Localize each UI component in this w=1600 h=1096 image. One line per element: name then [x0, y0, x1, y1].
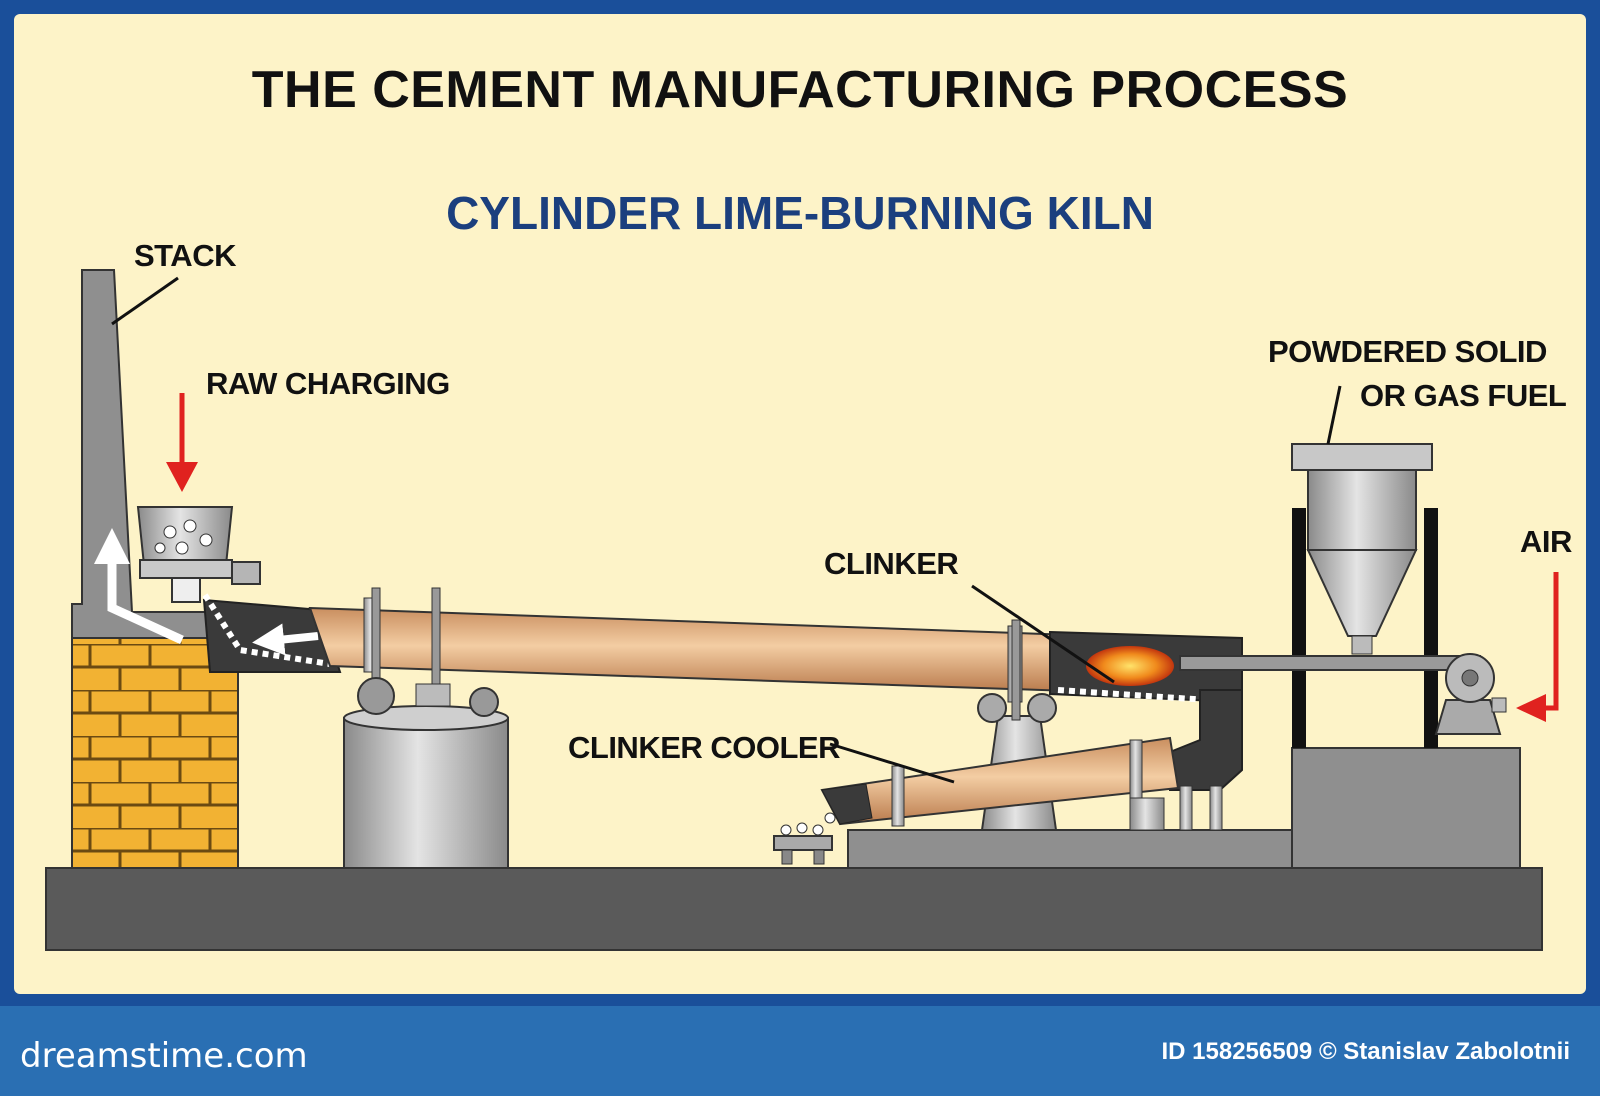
stack-flow-arrow — [94, 528, 184, 645]
page-title: THE CEMENT MANUFACTURING PROCESS — [251, 61, 1349, 119]
cooler-platform — [847, 829, 1293, 869]
clinker-bed — [1057, 687, 1230, 783]
burner-pipe — [1179, 655, 1481, 671]
cooler-ring — [891, 765, 905, 827]
label-stack: STACK — [134, 238, 236, 273]
label-fuel-line2: OR GAS FUEL — [1360, 378, 1567, 413]
brick-foundation — [71, 637, 239, 869]
raw-charging-arrow — [166, 393, 198, 492]
footer-brand: dreamstime.com — [20, 1036, 308, 1076]
fuel-leader — [1326, 385, 1342, 445]
footer-bar — [0, 1006, 1600, 1096]
rotary-kiln — [308, 606, 1101, 694]
fuel-hopper — [1291, 443, 1438, 748]
clinker-leader — [971, 584, 1115, 684]
label-air: AIR — [1520, 524, 1572, 559]
stack — [71, 269, 239, 639]
cooler-outlet — [821, 783, 873, 825]
feed-material-flow — [202, 593, 331, 667]
cooler-pedestal — [1129, 797, 1165, 831]
label-clinker-cooler: CLINKER COOLER — [568, 730, 841, 765]
gas-flow-arrow — [252, 623, 319, 656]
clinker-cooler-leader — [829, 742, 955, 784]
label-raw-charging: RAW CHARGING — [206, 366, 450, 401]
air-fan — [1434, 653, 1507, 735]
flame — [1086, 646, 1174, 686]
footer-credit: ID 158256509 © Stanislav Zabolotnii — [1161, 1038, 1570, 1065]
cooler-pedestal — [1179, 785, 1193, 831]
stack-leader — [111, 276, 179, 326]
clinker-discharge-tray — [773, 812, 836, 865]
label-fuel-line1: POWDERED SOLID — [1268, 334, 1547, 369]
fuel-platform — [1291, 747, 1521, 869]
raw-charging-hopper — [136, 506, 261, 603]
page-subtitle: CYLINDER LIME-BURNING KILN — [446, 187, 1154, 239]
label-clinker: CLINKER — [824, 546, 959, 581]
air-arrow — [1516, 572, 1559, 722]
cooler-chute — [1169, 689, 1243, 791]
ground-base — [45, 867, 1543, 951]
cooler-ring — [1129, 739, 1143, 799]
cooler-pedestal — [1209, 785, 1223, 831]
kiln-drive-support — [343, 587, 509, 869]
